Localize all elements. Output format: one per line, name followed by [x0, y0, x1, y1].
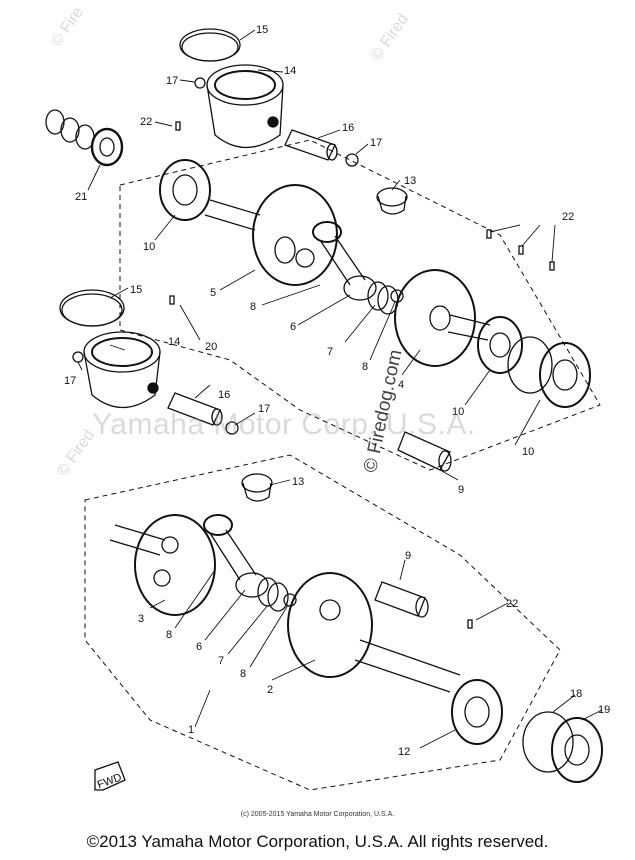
- callout-1: 1: [188, 724, 194, 736]
- bearing-upper-middle: [477, 316, 523, 374]
- key-top: [175, 121, 181, 131]
- needle-bearing-top: [376, 187, 408, 215]
- key-middle: [169, 295, 175, 305]
- callout-17: 17: [166, 75, 178, 87]
- crank-half-upper-right: [394, 269, 491, 367]
- callout-10: 10: [143, 241, 155, 253]
- small-copyright: (c) 2005-2015 Yamaha Motor Corporation, …: [240, 811, 395, 818]
- callout-2: 2: [267, 684, 273, 696]
- callout-12: 12: [398, 746, 410, 758]
- assembly-frames: [84, 139, 601, 791]
- keys-right: [486, 229, 555, 271]
- big-end-bearing-upper: [367, 281, 399, 315]
- callout-14: 14: [284, 65, 296, 77]
- callout-14: 14: [168, 336, 180, 348]
- callout-13: 13: [404, 175, 416, 187]
- oil-seal-lower: [551, 717, 603, 783]
- callout-17: 17: [370, 137, 382, 149]
- callout-10: 10: [452, 406, 464, 418]
- callout-21: 21: [75, 191, 87, 203]
- callout-8: 8: [240, 668, 246, 680]
- callout-7: 7: [327, 346, 333, 358]
- callout-22: 22: [562, 211, 574, 223]
- clip-middle-left: [72, 351, 84, 363]
- front-marker-label: FWD: [96, 771, 124, 791]
- circlip-ring: [522, 711, 574, 773]
- piston-pin-top: [284, 129, 338, 161]
- needle-bearing-bottom: [241, 473, 273, 502]
- bearing-upper-right: [507, 336, 591, 408]
- piston-top: [206, 64, 284, 148]
- callout-16: 16: [218, 389, 230, 401]
- callout-4: 4: [398, 379, 404, 391]
- piston-ring-middle: [59, 289, 125, 327]
- callout-labels: 15 14 17 22 16 17 13 21 10 22 5 8 15 20 …: [64, 24, 610, 791]
- watermark-center: Yamaha Motor Corp. U.S.A.: [92, 408, 476, 441]
- callout-15: 15: [130, 284, 142, 296]
- connecting-rod-lower: [203, 514, 269, 598]
- front-arrow-icon: [94, 761, 126, 791]
- callout-9: 9: [405, 550, 411, 562]
- piston-pin-middle: [167, 392, 223, 426]
- callout-17: 17: [64, 375, 76, 387]
- callout-10: 10: [522, 446, 534, 458]
- callout-8: 8: [166, 629, 172, 641]
- callout-8: 8: [250, 301, 256, 313]
- callout-19: 19: [598, 704, 610, 716]
- connecting-rod-upper: [312, 221, 377, 301]
- big-end-bearing-lower: [257, 577, 289, 612]
- crank-half-upper-left: [204, 184, 338, 286]
- callout-7: 7: [218, 655, 224, 667]
- callout-15: 15: [256, 24, 268, 36]
- leader-lines: [77, 29, 603, 749]
- callout-16: 16: [342, 122, 354, 134]
- piston-middle: [83, 331, 161, 408]
- crank-pin-lower: [374, 581, 429, 618]
- bearing-lower: [451, 679, 503, 745]
- crank-half-lower-right: [287, 572, 461, 693]
- crankshaft-parts-diagram: 15 14 17 22 16 17 13 21 10 22 5 8 15 20 …: [45, 24, 610, 791]
- callout-3: 3: [138, 613, 144, 625]
- callout-6: 6: [196, 641, 202, 653]
- crank-half-lower-left: [109, 514, 216, 616]
- callout-22: 22: [140, 116, 152, 128]
- callout-13: 13: [292, 476, 304, 488]
- bearing-upper-left: [159, 159, 211, 221]
- clip-top-left: [194, 77, 206, 89]
- callout-5: 5: [210, 287, 216, 299]
- footer-copyright: ©2013 Yamaha Motor Corporation, U.S.A. A…: [86, 832, 549, 851]
- clip-top-right: [345, 153, 359, 167]
- oil-seal-set: [45, 109, 124, 167]
- callout-20: 20: [205, 341, 217, 353]
- callout-8: 8: [362, 361, 368, 373]
- callout-22: 22: [506, 598, 518, 610]
- clip-middle-right: [225, 421, 239, 435]
- callout-6: 6: [290, 321, 296, 333]
- callout-17: 17: [258, 403, 270, 415]
- callout-18: 18: [570, 688, 582, 700]
- callout-9: 9: [458, 484, 464, 496]
- piston-ring-top: [179, 28, 241, 62]
- key-lower: [467, 619, 473, 629]
